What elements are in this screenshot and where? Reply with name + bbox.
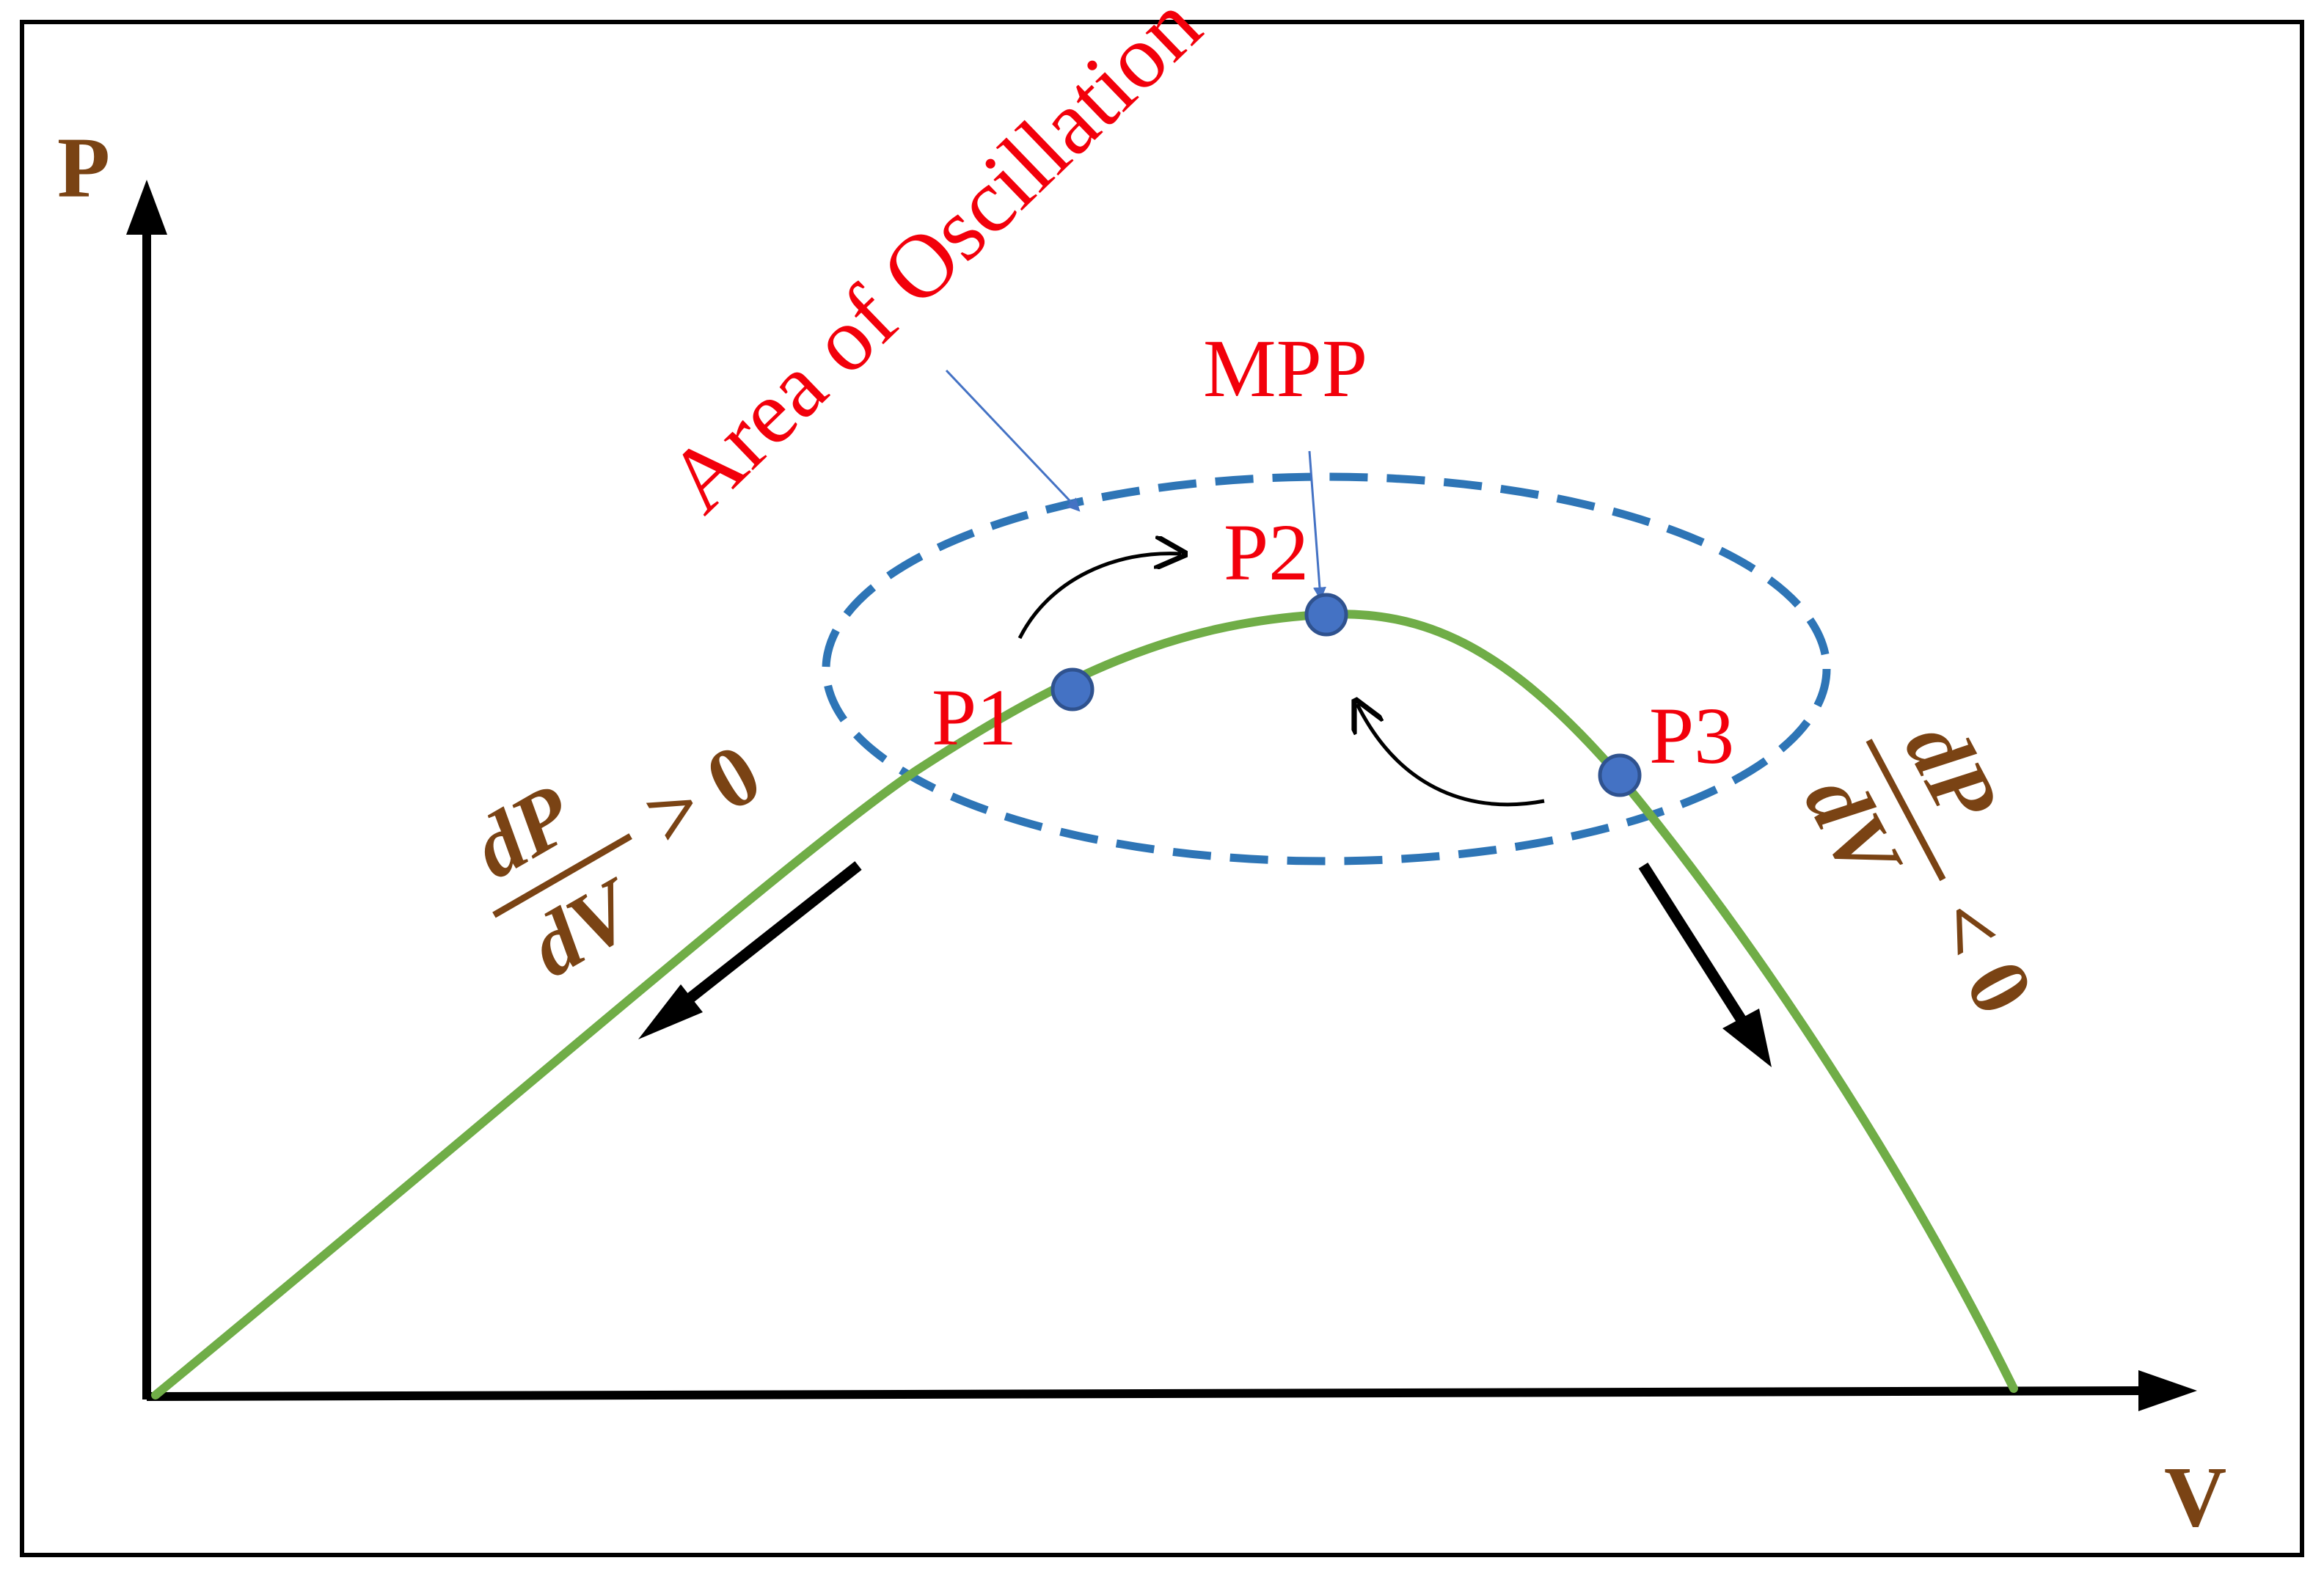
point-p3-label: P3	[1649, 691, 1734, 780]
point-p3-marker	[1598, 753, 1642, 797]
left-slope-fraction-bar	[492, 833, 632, 918]
oscillation-area-ellipse	[822, 472, 1831, 866]
mpp-label-pointer	[1308, 450, 1326, 601]
right-slope-arrow	[1638, 862, 1751, 1031]
left-slope-arrowhead	[638, 984, 703, 1039]
figure-border	[20, 20, 2304, 1557]
mpp-label: MPP	[1203, 323, 1367, 414]
power-voltage-curve	[151, 610, 2018, 1399]
area-label-pointer	[945, 369, 1081, 512]
p3-to-p2-curl-arrow	[1357, 704, 1545, 807]
right-slope-arrowhead	[1722, 1009, 1772, 1067]
y-axis-arrowhead	[126, 180, 167, 235]
x-axis-label: V	[2164, 1449, 2226, 1545]
right-slope-fraction-bar	[1866, 739, 1946, 882]
y-axis-label: P	[57, 120, 110, 216]
left-slope-arrow	[664, 861, 862, 1020]
p1-to-p2-curl-arrow	[1017, 554, 1181, 640]
x-axis-arrowhead	[2138, 1370, 2197, 1411]
point-p2-marker	[1304, 593, 1348, 637]
point-p2-label: P2	[1224, 508, 1309, 597]
point-p1-label: P1	[932, 673, 1017, 762]
x-axis	[146, 1386, 2143, 1401]
point-p1-marker	[1050, 667, 1095, 711]
